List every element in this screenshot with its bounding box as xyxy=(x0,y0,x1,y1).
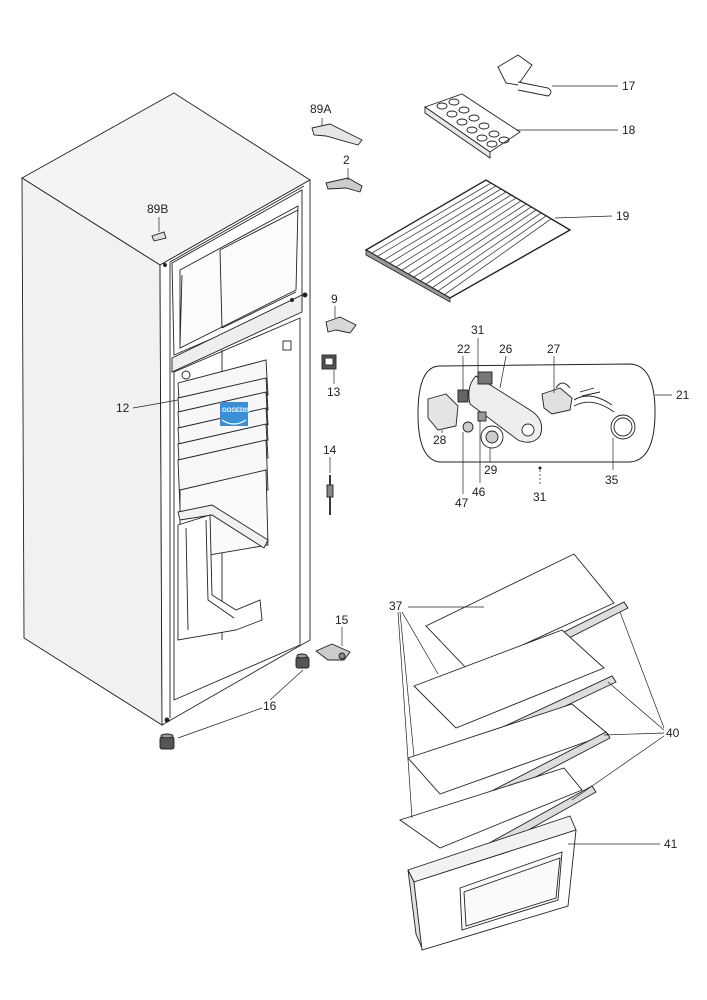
watermark-logo: GOGEDIS xyxy=(220,402,250,426)
watermark-text: GOGEDIS xyxy=(222,408,250,414)
callout-27: 27 xyxy=(547,342,561,356)
callout-31-top: 31 xyxy=(471,323,485,337)
callout-9: 9 xyxy=(331,292,338,306)
callout-15: 15 xyxy=(335,613,349,627)
glass-shelf-1 xyxy=(425,553,615,671)
crisper-drawer xyxy=(407,815,577,951)
levelling-foot-front xyxy=(159,733,175,750)
wire-shelf xyxy=(364,179,572,303)
part-13-switch xyxy=(321,354,337,370)
part-89a xyxy=(311,123,363,146)
callout-89a: 89A xyxy=(310,102,331,116)
callout-35: 35 xyxy=(605,473,619,487)
callout-89b: 89B xyxy=(147,202,168,216)
glass-shelf-3 xyxy=(407,703,609,795)
callout-14: 14 xyxy=(323,443,337,457)
part-2-hinge xyxy=(325,177,363,193)
levelling-foot-rear xyxy=(295,653,310,669)
part-35-cable xyxy=(573,387,636,440)
glass-shelf-2 xyxy=(413,629,605,729)
callout-18: 18 xyxy=(622,123,636,137)
part-15-hinge-bottom xyxy=(315,643,351,661)
callout-26: 26 xyxy=(499,342,513,356)
callout-21: 21 xyxy=(676,388,690,402)
callout-16: 16 xyxy=(263,699,277,713)
part-46-47 xyxy=(462,411,487,433)
callout-29: 29 xyxy=(484,463,498,477)
part-26-housing xyxy=(468,371,543,443)
callout-2: 2 xyxy=(343,153,350,167)
part-29-knob xyxy=(480,425,504,449)
callout-46: 46 xyxy=(472,485,486,499)
callout-41: 41 xyxy=(664,837,678,851)
callout-31-bottom: 31 xyxy=(533,490,547,504)
thermostat-assembly xyxy=(417,363,656,470)
callout-17: 17 xyxy=(622,79,636,93)
callout-22: 22 xyxy=(457,342,471,356)
ice-tray xyxy=(424,93,521,159)
callout-13: 13 xyxy=(327,385,341,399)
part-14-probe xyxy=(326,475,334,515)
callout-37: 37 xyxy=(389,599,403,613)
refrigerator-cabinet xyxy=(21,92,311,726)
part-22 xyxy=(457,389,469,403)
part-27-lamp xyxy=(541,382,573,415)
part-89b xyxy=(151,231,167,242)
callout-47: 47 xyxy=(455,496,469,510)
part-9-bracket xyxy=(325,316,357,334)
glass-shelf-4 xyxy=(398,767,583,849)
callout-12: 12 xyxy=(116,401,130,415)
ice-scraper xyxy=(497,54,552,97)
callout-40: 40 xyxy=(666,726,680,740)
callout-19: 19 xyxy=(616,209,630,223)
part-28 xyxy=(427,393,459,431)
callout-28: 28 xyxy=(433,433,447,447)
